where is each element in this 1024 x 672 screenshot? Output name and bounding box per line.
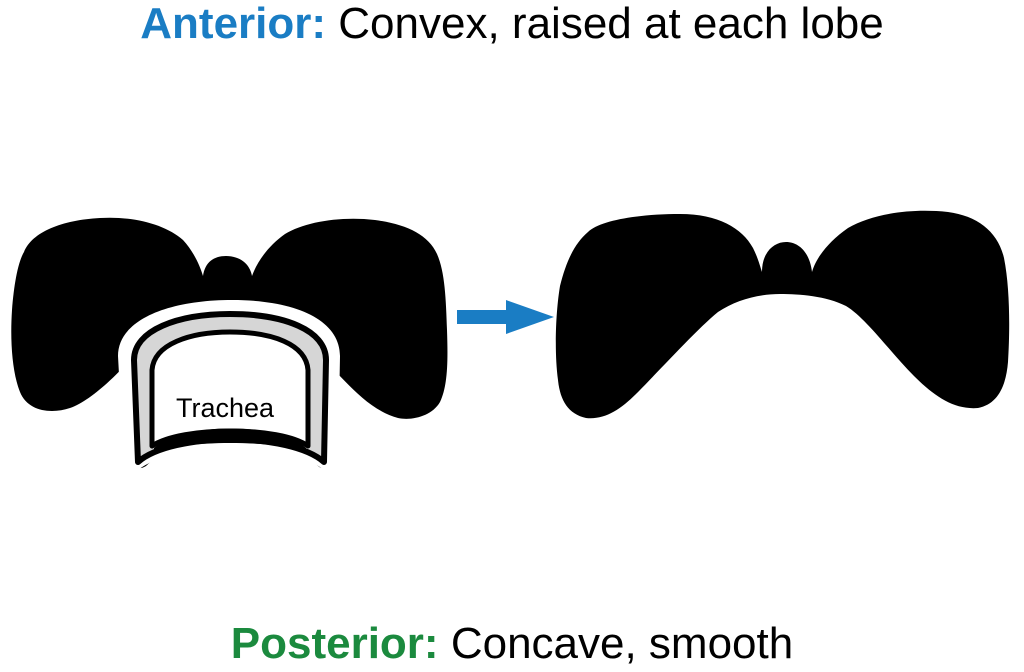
posterior-label: Posterior: — [230, 619, 439, 668]
posterior-caption: Posterior: Concave, smooth — [0, 618, 1024, 670]
thyroid-right-view-shape — [555, 210, 1010, 419]
thyroid-posterior-icon — [555, 210, 1010, 419]
trachea-label: Trachea — [175, 393, 275, 423]
anterior-caption: Anterior: Convex, raised at each lobe — [0, 0, 1024, 50]
arrow-shaft — [457, 310, 511, 324]
anterior-label: Anterior: — [140, 0, 327, 48]
thyroid-with-trachea-icon — [11, 217, 448, 473]
trachea-posterior-wall — [154, 428, 306, 452]
anterior-description: Convex, raised at each lobe — [338, 0, 884, 48]
posterior-description: Concave, smooth — [450, 619, 794, 668]
arrow-head — [506, 300, 554, 334]
arrow-right-icon — [457, 300, 554, 334]
